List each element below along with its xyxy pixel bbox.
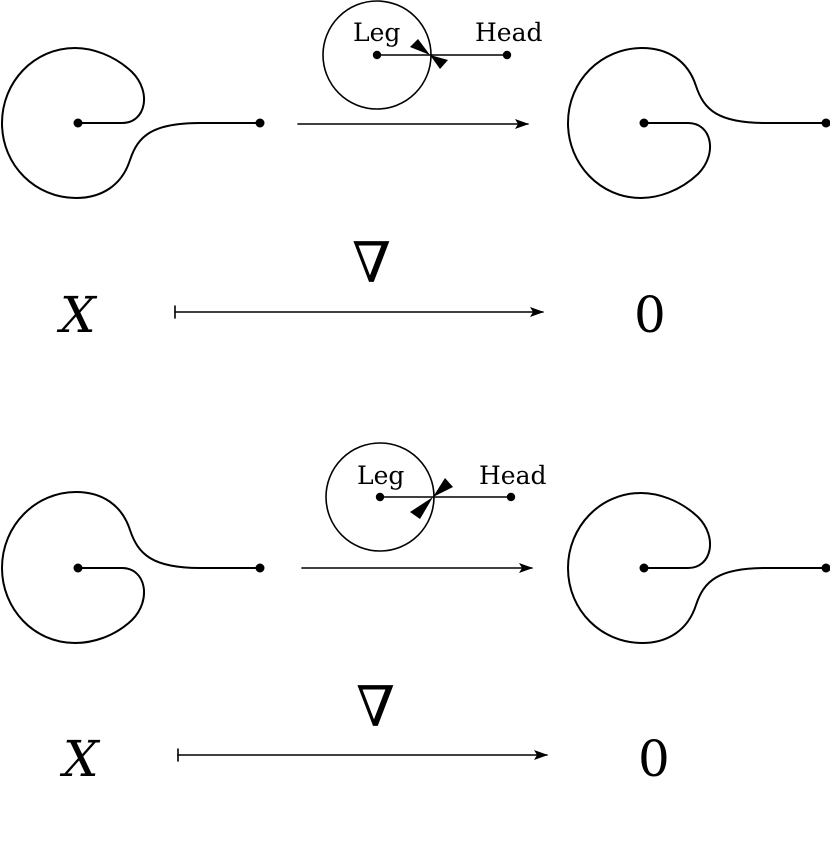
crossing-arrow-upper (410, 39, 430, 55)
head-point (502, 50, 512, 60)
right-center-point (639, 563, 649, 573)
leg-label: Leg (357, 461, 404, 490)
right-end-point (821, 118, 830, 128)
diagram-bottom: Leg Head ∇ X 0 (1, 442, 830, 788)
left-end-point (255, 118, 265, 128)
crossing-arrow-upper (433, 478, 453, 497)
diagram-top: Leg Head ∇ X 0 (1, 0, 830, 344)
leg-point (375, 492, 385, 502)
right-center-point (639, 118, 649, 128)
leg-label: Leg (353, 18, 400, 47)
left-curl-shape (1, 491, 265, 644)
codomain-symbol: 0 (638, 730, 670, 788)
right-end-point (821, 563, 830, 573)
crossing-inset: Leg Head (322, 0, 543, 110)
operator-symbol: ∇ (352, 231, 391, 296)
left-curl-shape (1, 47, 265, 199)
crossing-arrow-lower (410, 497, 433, 519)
leg-point (372, 50, 382, 60)
domain-symbol: X (59, 730, 101, 788)
right-curl-shape (567, 492, 830, 644)
left-center-point (73, 563, 83, 573)
head-label: Head (479, 461, 547, 490)
domain-symbol: X (56, 286, 98, 344)
right-curl-shape (567, 47, 830, 199)
head-label: Head (475, 18, 543, 47)
crossing-inset: Leg Head (325, 442, 547, 552)
left-end-point (255, 563, 265, 573)
crossing-arrow-lower (430, 55, 448, 69)
codomain-symbol: 0 (634, 286, 666, 344)
operator-symbol: ∇ (356, 675, 395, 740)
head-point (506, 492, 516, 502)
left-center-point (73, 118, 83, 128)
